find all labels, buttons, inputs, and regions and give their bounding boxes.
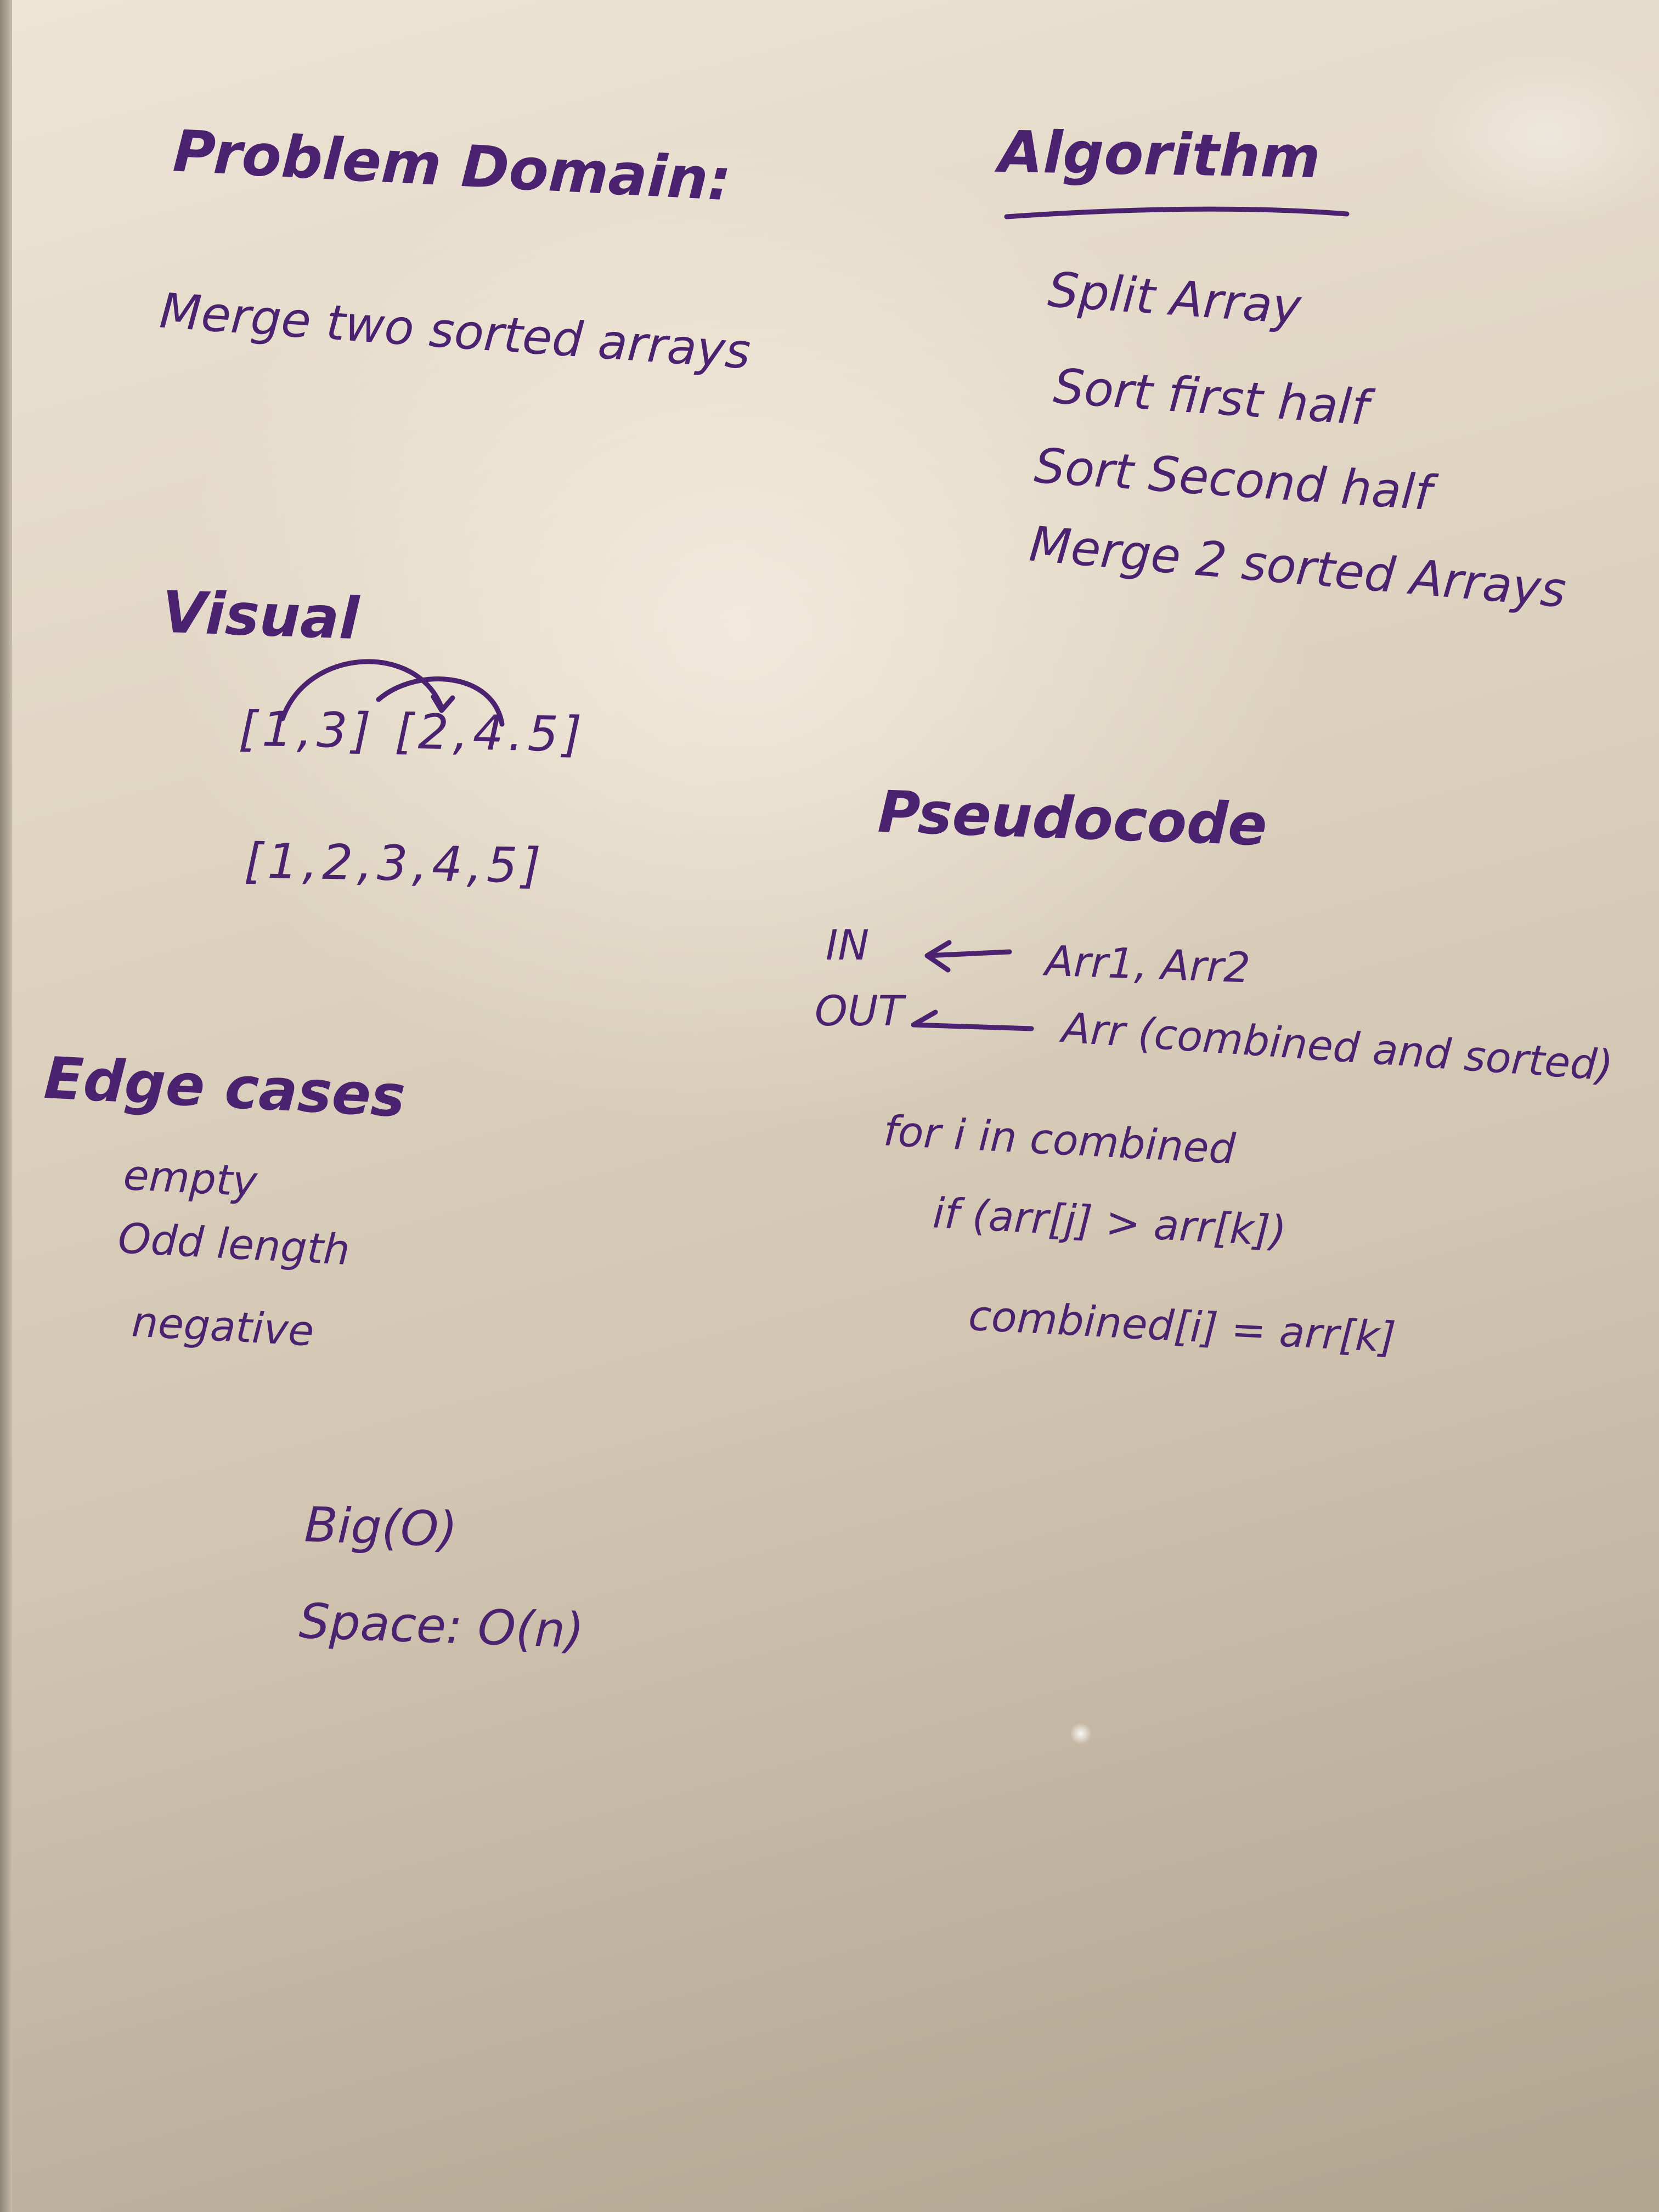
visual-arc-long xyxy=(280,659,444,721)
visual-arc-arrowhead xyxy=(431,694,455,713)
pseudocode-in-label: IN xyxy=(826,921,870,969)
light-glare xyxy=(1070,1723,1092,1745)
in-arrow xyxy=(924,940,1012,973)
algorithm-underline xyxy=(1004,206,1350,219)
pseudocode-out-label: OUT xyxy=(815,986,904,1035)
visual-arc-short xyxy=(376,676,505,727)
out-arrow xyxy=(911,1009,1034,1031)
